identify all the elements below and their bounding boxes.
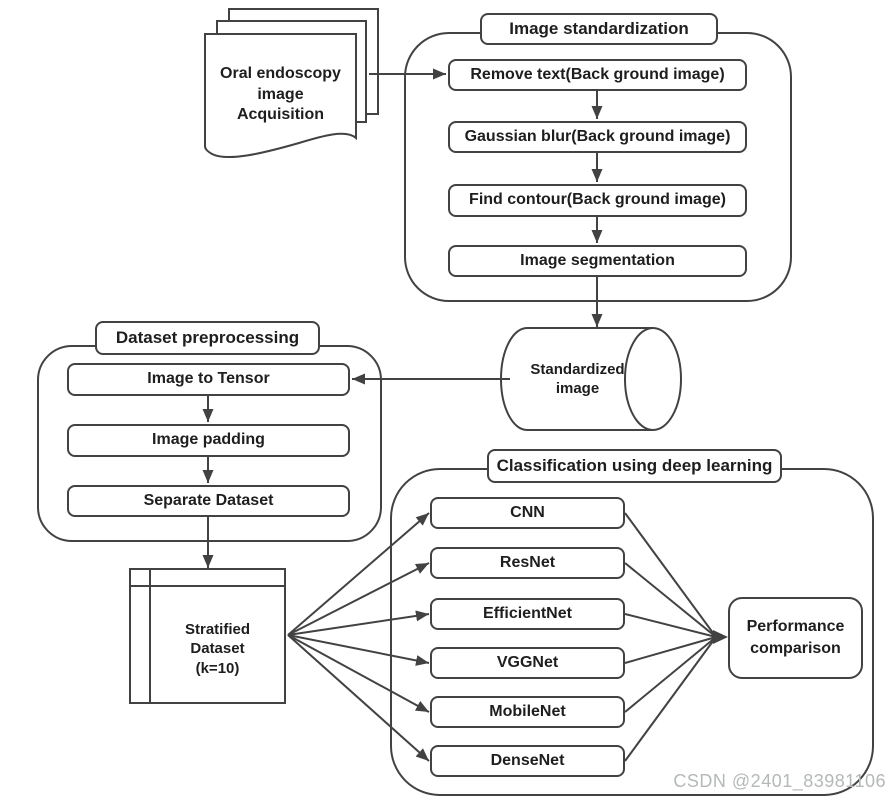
process-box-gaussian-blur: Gaussian blur(Back ground image) (448, 121, 747, 153)
fanout-arrows (287, 512, 430, 762)
line-resnet-to-performance (624, 562, 717, 638)
model-box-densenet: DenseNet (430, 745, 625, 777)
fanin-lines (624, 512, 728, 762)
model-box-resnet: ResNet (430, 547, 625, 579)
model-box-vggnet: VGGNet (430, 647, 625, 679)
convergence-arrowhead (713, 630, 728, 644)
watermark-text: CSDN @2401_83981106 (673, 771, 886, 791)
standardized-image-label: Standardized image (530, 360, 625, 398)
line-mobilenet-to-performance (624, 636, 717, 713)
flow-arrows (202, 68, 603, 568)
arrow-dataset-to-densenet (287, 634, 430, 762)
stratified-table-shape (129, 568, 286, 704)
table-outline (129, 568, 286, 704)
arrow-dataset-to-efficientnet (287, 610, 430, 636)
cylinder-end-face (624, 327, 682, 431)
line-densenet-to-performance (624, 636, 717, 762)
stratified-dataset-label: Stratified Dataset (k=10) (184, 620, 250, 677)
model-box-cnn: CNN (430, 497, 625, 529)
process-box-image-padding: Image padding (67, 424, 350, 457)
document-stack-shape (204, 8, 379, 159)
document-page-front (204, 33, 357, 159)
model-box-mobilenet: MobileNet (430, 696, 625, 728)
process-box-remove-text: Remove text(Back ground image) (448, 59, 747, 91)
acquisition-label: Oral endoscopy image Acquisition (220, 64, 341, 124)
dataset-preprocessing-title: Dataset preprocessing (95, 321, 320, 355)
line-cnn-to-performance (624, 512, 717, 638)
arrow-dataset-to-resnet (287, 562, 430, 636)
arrow-dataset-to-cnn (287, 512, 430, 636)
image-standardization-title: Image standardization (480, 13, 718, 45)
performance-comparison-box: Performance comparison (728, 597, 863, 679)
arrow-dataset-to-mobilenet (287, 634, 430, 713)
process-box-separate-dataset: Separate Dataset (67, 485, 350, 517)
process-box-image-segmentation: Image segmentation (448, 245, 747, 277)
classification-title: Classification using deep learning (487, 449, 782, 483)
arrow-dataset-to-vggnet (287, 634, 430, 666)
process-box-image-to-tensor: Image to Tensor (67, 363, 350, 396)
line-vggnet-to-performance (624, 636, 717, 664)
line-efficientnet-to-performance (624, 613, 717, 638)
model-box-efficientnet: EfficientNet (430, 598, 625, 630)
process-box-find-contour: Find contour(Back ground image) (448, 184, 747, 217)
